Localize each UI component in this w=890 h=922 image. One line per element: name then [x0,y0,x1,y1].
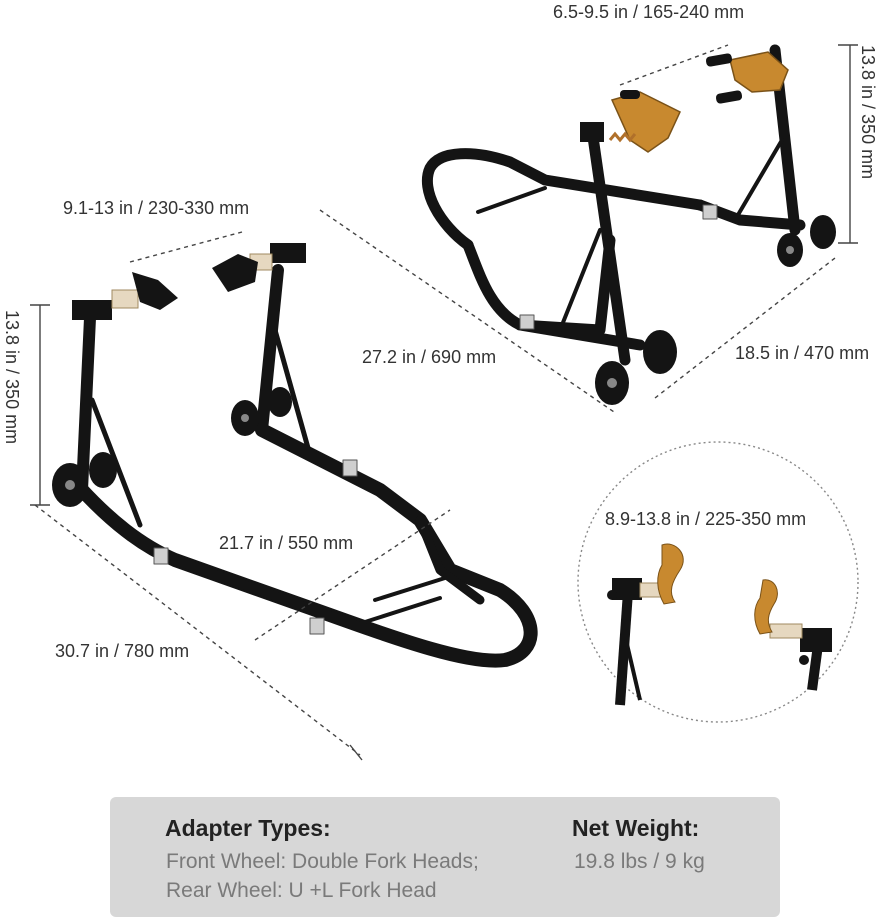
rear-stand-sleeve [270,243,306,263]
rear-pad [212,254,258,292]
rear-stand [72,243,538,668]
fork-peg [715,90,743,104]
wheel [268,387,292,417]
rear-stand-left-post [76,312,96,496]
rear-stand-clamp [342,459,358,477]
dim-line-front-length [319,209,615,413]
dim-label-front-length: 27.2 in / 690 mm [362,347,497,367]
front-stand-wheels [595,215,836,405]
net-weight-value: 19.8 lbs / 9 kg [574,850,705,873]
inset-knob [799,655,809,665]
rear-stand-frame [75,423,538,668]
inset-right-sleeve [800,628,832,652]
wheel-hub [786,246,794,254]
fork-spring [608,131,637,143]
front-stand [421,44,806,366]
fork-peg [705,53,733,67]
adapter-types-line-rear: Rear Wheel: U +L Fork Head [166,879,437,902]
wheel-hub [65,480,75,490]
wheel-hub [607,378,617,388]
front-stand-clamp [519,314,535,330]
adapter-types-heading: Adapter Types: [165,815,331,841]
dimension-ticks [30,44,858,761]
dim-line-front-width [654,257,836,399]
inset-left-sleeve [612,578,642,600]
dim-label-rear-length: 30.7 in / 780 mm [55,641,190,661]
dim-label-rear-height: 13.8 in / 350 mm [2,310,22,445]
adapter-stem [111,289,139,309]
fork-plate [729,51,789,93]
dim-label-adapter-spacing: 8.9-13.8 in / 225-350 mm [605,509,807,529]
dim-label-rear-pad-spacing: 9.1-13 in / 230-330 mm [63,198,250,218]
front-stand-brace [558,228,602,332]
rear-stand-clamp [153,547,169,565]
rear-stand-crossbar [363,596,442,624]
inset-circle [577,441,859,723]
inset-left-post [615,591,633,706]
wheel [810,215,836,249]
inset-right-hook [754,579,778,635]
rear-stand-wheels [52,387,292,507]
front-stand-post [586,124,631,366]
dim-label-front-width: 18.5 in / 470 mm [735,343,870,363]
rear-stand-right-brace [272,327,313,458]
rear-stand-clamp [309,617,325,635]
fork-plate [610,91,681,153]
front-stand-handle [421,148,706,251]
dim-label-rear-width: 21.7 in / 550 mm [219,533,354,553]
dim-line-rear-pad-spacing [129,231,243,263]
front-stand-clamp [702,204,718,220]
inset-knob [607,590,617,600]
inset-left-brace [624,639,642,701]
front-stand-crossbar [476,186,547,214]
front-fork-adapters [608,51,789,153]
fork-peg [620,90,640,99]
net-weight-heading: Net Weight: [572,815,700,841]
adapter-detail-inset [577,441,859,723]
rear-pad [132,272,178,310]
dim-line-front-fork-spacing [619,44,729,86]
rear-stand-crossbar [373,576,447,602]
rear-stand-right-post [256,264,284,436]
wheel [643,330,677,374]
rear-pad-adapters [111,253,273,310]
inset-left-hook [657,543,684,605]
front-stand-rear-brace [733,138,784,222]
rear-stand-sleeve [72,300,112,320]
wheel-hub [241,414,249,422]
wheel [89,452,117,488]
spec-info-panel: Adapter Types: Front Wheel: Double Fork … [110,797,780,917]
inset-right-post [807,644,823,691]
inset-right-stem [769,623,803,639]
tick [349,744,363,761]
rear-stand-inner-rail [170,515,485,635]
dim-label-front-height: 13.8 in / 350 mm [858,45,878,180]
front-stand-post-sleeve [580,122,604,142]
rear-stand-left-brace [89,397,143,528]
adapter-types-line-front: Front Wheel: Double Fork Heads; [166,850,479,873]
dim-line-rear-width [254,509,451,641]
dim-label-front-fork-spacing: 6.5-9.5 in / 165-240 mm [553,2,745,22]
